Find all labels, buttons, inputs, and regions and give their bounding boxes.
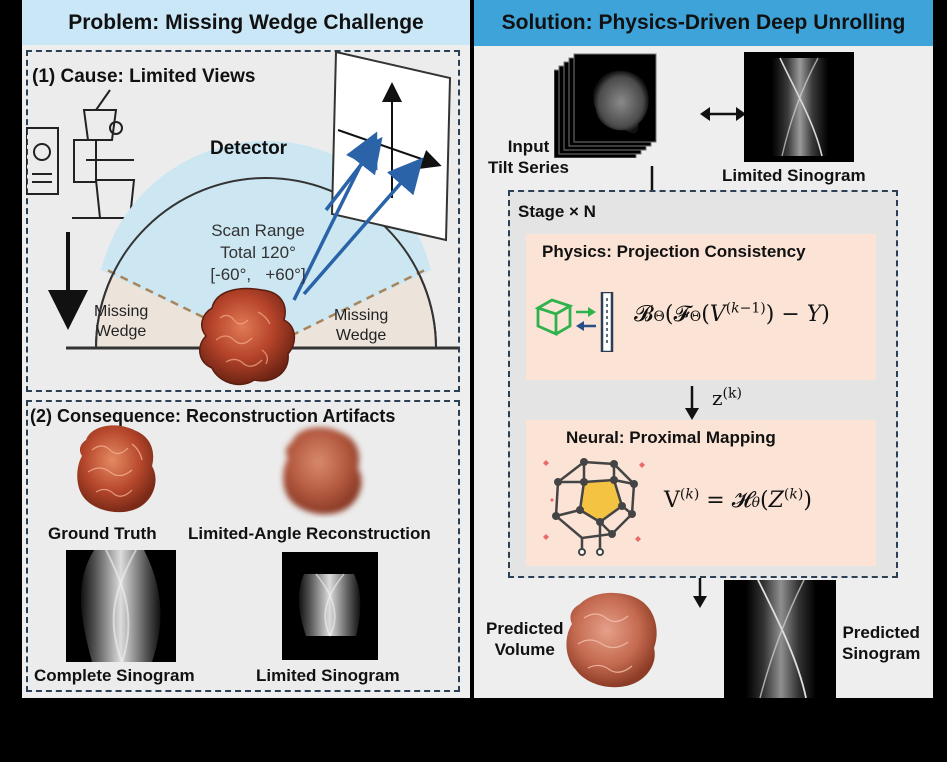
missing-wedge-right: Missing Wedge xyxy=(334,306,388,346)
physics-title: Physics: Projection Consistency xyxy=(542,242,806,261)
limited-recon-caption: Limited-Angle Reconstruction xyxy=(188,524,431,543)
limited-recon-image xyxy=(283,427,362,515)
physics-formula: 𝓑Θ(𝓕Θ(V(k−1)) − Y) xyxy=(634,300,830,327)
limited-sinogram-image xyxy=(282,552,378,660)
tilt-series-stack xyxy=(554,53,657,158)
input-label-line1: Input xyxy=(507,137,550,156)
consequence-title: (2) Consequence: Reconstruction Artifact… xyxy=(30,406,396,426)
arrow-physics-to-neural xyxy=(685,386,699,420)
sample-blob xyxy=(199,287,296,386)
arrow-out-of-stage xyxy=(693,578,707,608)
double-arrow-icon xyxy=(700,107,746,121)
problem-header-text: Problem: Missing Wedge Challenge xyxy=(68,10,424,34)
predicted-volume-line2: Volume xyxy=(494,640,555,659)
missing-wedge-left: Missing Wedge xyxy=(94,302,148,342)
cause-title: (1) Cause: Limited Views xyxy=(32,66,256,87)
predicted-volume-label: Predicted Volume xyxy=(486,618,563,660)
predicted-sinogram-image xyxy=(724,580,836,698)
predicted-volume-line1: Predicted xyxy=(486,619,564,638)
neural-formula: V(k) = 𝓗θ(Z(k)) xyxy=(664,486,812,513)
scan-range-label: Scan Range Total 120° [-60°, +60°] xyxy=(188,220,328,286)
scan-range-line2: Total 120° xyxy=(220,243,296,262)
complete-sinogram-caption: Complete Sinogram xyxy=(34,666,195,685)
physics-box xyxy=(526,234,876,380)
predicted-sinogram-line2: Sinogram xyxy=(842,644,921,663)
input-tilt-series-label: Input Tilt Series xyxy=(488,136,569,178)
projection-cube-icon xyxy=(534,292,614,352)
scan-range-line1: Scan Range xyxy=(211,221,305,240)
missing-wedge-left-line2: Wedge xyxy=(95,323,147,340)
limited-sinogram-caption: Limited Sinogram xyxy=(256,666,400,685)
missing-wedge-right-line2: Wedge xyxy=(335,327,387,344)
scan-geometry-diagram xyxy=(26,50,458,386)
limited-sinogram-top-caption: Limited Sinogram xyxy=(722,166,866,185)
scan-range-line3: [-60°, +60°] xyxy=(210,265,306,284)
neural-title: Neural: Proximal Mapping xyxy=(566,428,776,447)
detector-label: Detector xyxy=(210,138,288,159)
solution-header-text: Solution: Physics-Driven Deep Unrolling xyxy=(501,11,906,34)
ground-truth-caption: Ground Truth xyxy=(48,524,157,543)
solution-header: Solution: Physics-Driven Deep Unrolling xyxy=(474,0,933,46)
input-limited-sinogram-image xyxy=(744,52,854,162)
neural-network-icon xyxy=(543,458,645,556)
microscope-icon xyxy=(26,89,138,219)
predicted-sinogram-label: Predicted Sinogram xyxy=(842,622,920,664)
z-label-base: z xyxy=(712,386,723,410)
ground-truth-image xyxy=(77,425,156,513)
stage-label: Stage × N xyxy=(518,202,596,221)
z-label-sup: (k) xyxy=(722,385,742,402)
missing-wedge-right-line1: Missing xyxy=(334,307,389,324)
input-label-line2: Tilt Series xyxy=(488,158,569,177)
predicted-volume-image xyxy=(566,592,657,688)
complete-sinogram-image xyxy=(66,550,176,662)
predicted-sinogram-line1: Predicted xyxy=(842,623,920,642)
z-label: z(k) xyxy=(712,386,742,410)
missing-wedge-left-line1: Missing xyxy=(94,303,149,320)
problem-header: Problem: Missing Wedge Challenge xyxy=(22,0,470,45)
